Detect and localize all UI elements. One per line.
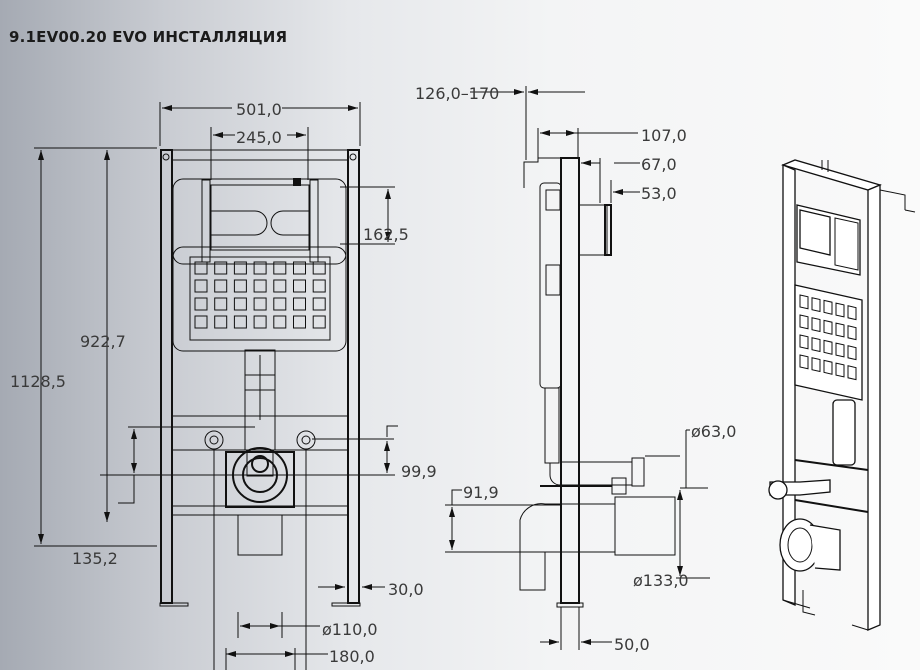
grille-square — [293, 297, 306, 311]
iso-grille-square — [799, 334, 809, 350]
iso-grille-square — [823, 359, 833, 375]
access-panel — [172, 246, 347, 352]
iso-grille-square — [847, 365, 857, 381]
iso-grille-square — [799, 314, 809, 330]
dim-inlet-height: 135,2 — [72, 549, 118, 568]
grille-square — [293, 315, 306, 329]
grille-square — [233, 297, 247, 311]
grille-square — [273, 297, 287, 311]
iso-grille-square — [799, 354, 809, 370]
side-view: 126,0–170 107,0 67,0 53,0 ø63,0 91,9 ø13… — [415, 84, 736, 654]
grille-square — [293, 279, 306, 293]
grille-square — [233, 279, 247, 293]
dim-pipe-diameter: ø110,0 — [322, 620, 378, 639]
dim-studs-spacing: 99,9 — [401, 462, 437, 481]
grille-square — [253, 261, 267, 275]
dim-outlet-diameter: ø133,0 — [633, 571, 689, 590]
grille-square — [253, 315, 267, 329]
dim-frame-width: 50,0 — [614, 635, 650, 654]
grille-square — [214, 279, 228, 293]
dim-studs-width: 180,0 — [329, 647, 375, 666]
iso-grille-square — [811, 297, 821, 313]
iso-grille-square — [811, 317, 821, 333]
iso-grille-square — [823, 299, 833, 315]
grille-square — [273, 315, 287, 329]
grille-square — [214, 315, 228, 329]
grille-square — [253, 279, 267, 293]
dim-foot-offset: 30,0 — [388, 580, 424, 599]
dim-width-total: 501,0 — [236, 100, 282, 119]
grille-square — [194, 279, 208, 293]
dim-width-buttons: 245,0 — [236, 128, 282, 147]
iso-grille-square — [835, 362, 845, 378]
iso-grille-square — [835, 342, 845, 358]
iso-grille-square — [847, 325, 857, 341]
dim-depth-67: 67,0 — [641, 155, 677, 174]
iso-grille-square — [835, 322, 845, 338]
grille-square — [214, 261, 228, 275]
grille-square — [312, 279, 326, 293]
page-title: 9.1EV00.20 EVO ИНСТАЛЛЯЦИЯ — [9, 28, 288, 46]
dim-offset-91: 91,9 — [463, 483, 499, 502]
iso-grille-square — [847, 345, 857, 361]
iso-grille-square — [847, 305, 857, 321]
grille-square — [293, 261, 306, 275]
iso-grille-square — [835, 302, 845, 318]
front-view: 501,0 245,0 162,5 922,7 1128,5 99,9 135,… — [10, 100, 437, 670]
grille-square — [233, 261, 247, 275]
iso-grille-square — [811, 337, 821, 353]
iso-grille-square — [811, 357, 821, 373]
grille-square — [194, 297, 208, 311]
iso-grille-square — [799, 294, 809, 310]
grille-square — [312, 297, 326, 311]
grille-square — [312, 315, 326, 329]
grille-square — [194, 315, 208, 329]
grille-square — [214, 297, 228, 311]
grille-square — [194, 261, 208, 275]
grille-square — [233, 315, 247, 329]
grille-square — [273, 279, 287, 293]
iso-grille-square — [823, 319, 833, 335]
dim-depth-53: 53,0 — [641, 184, 677, 203]
dim-depth-107: 107,0 — [641, 126, 687, 145]
grille-square — [312, 261, 326, 275]
dim-height-button: 162,5 — [363, 225, 409, 244]
grille-square — [273, 261, 287, 275]
grille-square — [253, 297, 267, 311]
dim-height-total: 1128,5 — [10, 372, 66, 391]
iso-access-panel — [794, 284, 863, 401]
iso-grille-square — [823, 339, 833, 355]
dim-depth-range: 126,0–170 — [415, 84, 499, 103]
dim-inlet-diameter: ø63,0 — [691, 422, 736, 441]
dim-height-drain: 922,7 — [80, 332, 126, 351]
isometric-view — [768, 159, 916, 631]
